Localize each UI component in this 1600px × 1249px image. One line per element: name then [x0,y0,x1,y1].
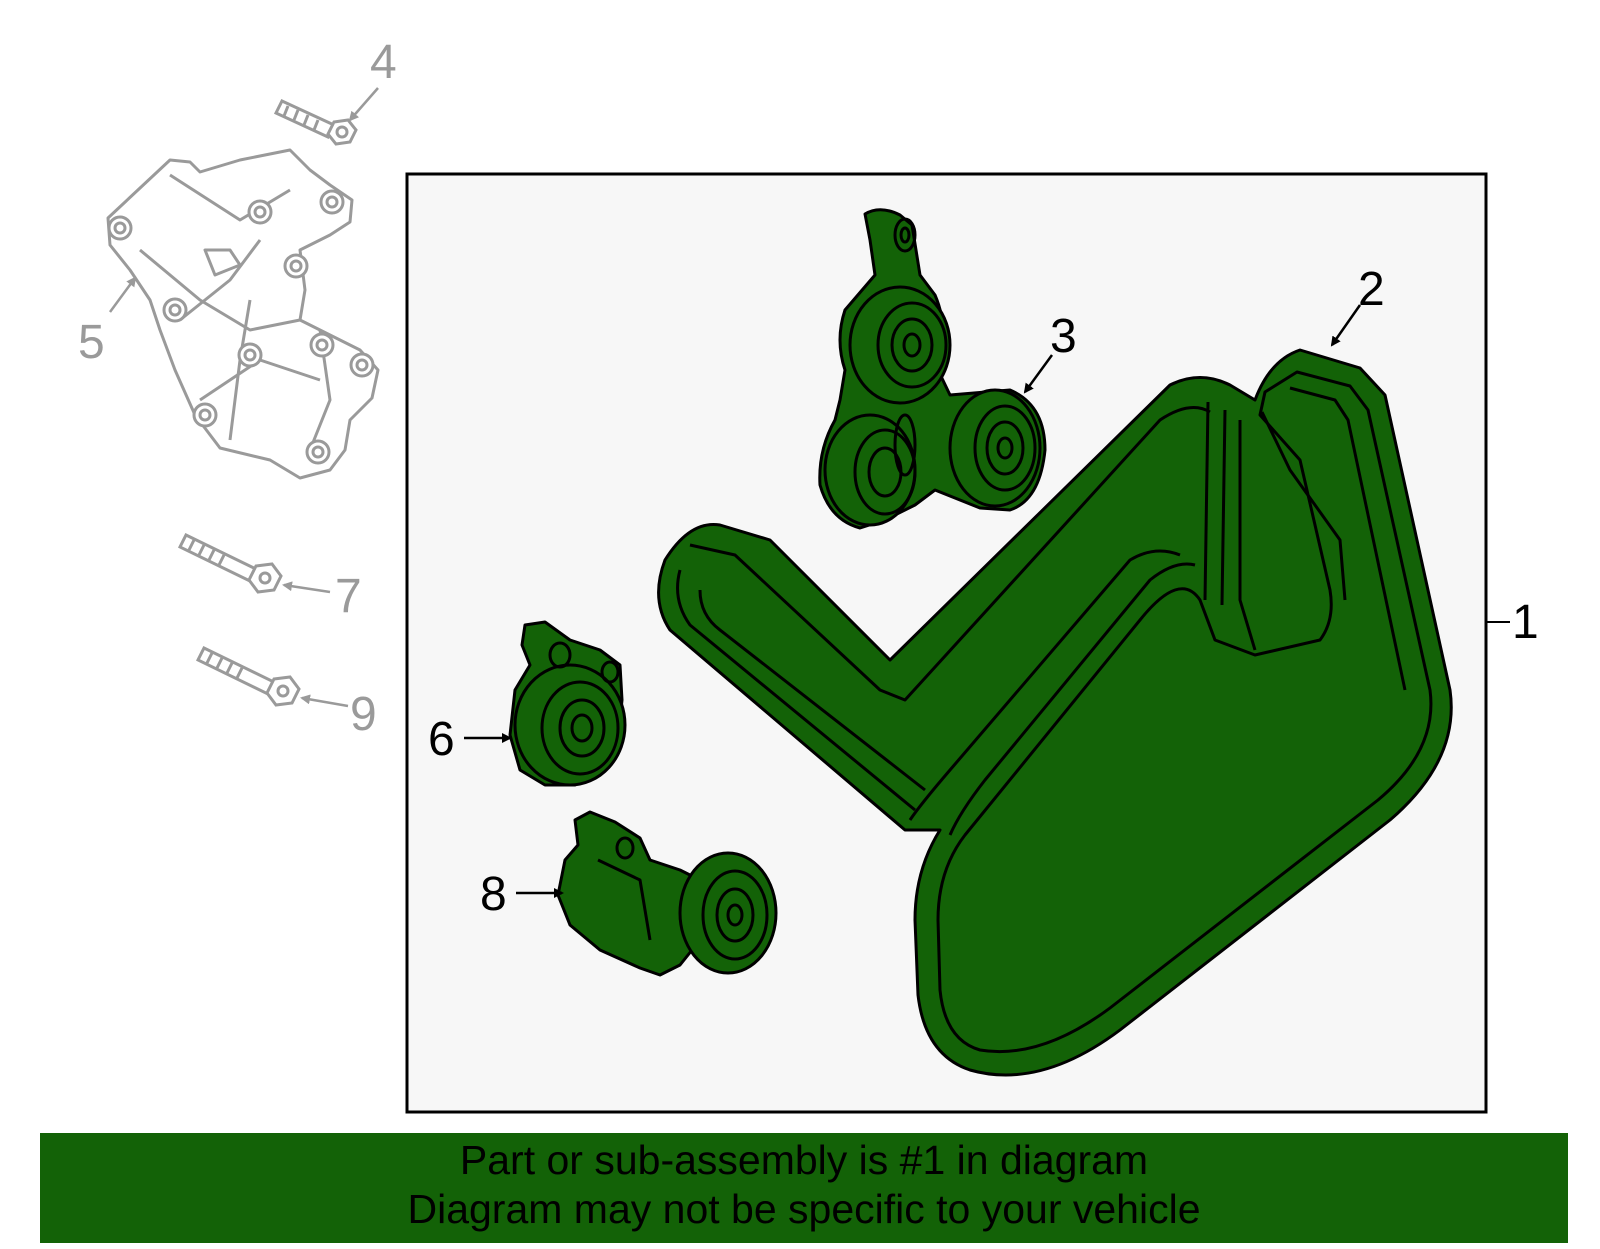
caption-banner: Part or sub-assembly is #1 in diagram Di… [40,1133,1568,1243]
idler-pulley-6 [508,620,627,787]
callout-4: 4 [370,36,397,89]
bolt-7 [177,533,283,594]
callout-1: 1 [1512,596,1539,649]
bracket-5 [106,148,380,480]
callout-2: 2 [1358,263,1385,316]
callout-5: 5 [78,316,105,369]
serpentine-belt-2 [657,348,1453,1077]
caption-line-2: Diagram may not be specific to your vehi… [407,1186,1201,1232]
parts-diagram: 1 2 3 4 5 6 7 8 9 [78,36,1539,1114]
callout-8: 8 [480,868,507,921]
leader-arrows [108,87,1362,898]
callout-3: 3 [1050,310,1077,363]
caption-line-1: Part or sub-assembly is #1 in diagram [459,1137,1149,1183]
callout-6: 6 [428,713,455,766]
callout-9: 9 [350,688,377,741]
tensioner-8 [556,810,778,977]
callout-7: 7 [335,570,362,623]
bolt-9 [195,646,301,707]
tensioner-3 [818,208,1047,530]
bolt-4 [273,99,358,146]
